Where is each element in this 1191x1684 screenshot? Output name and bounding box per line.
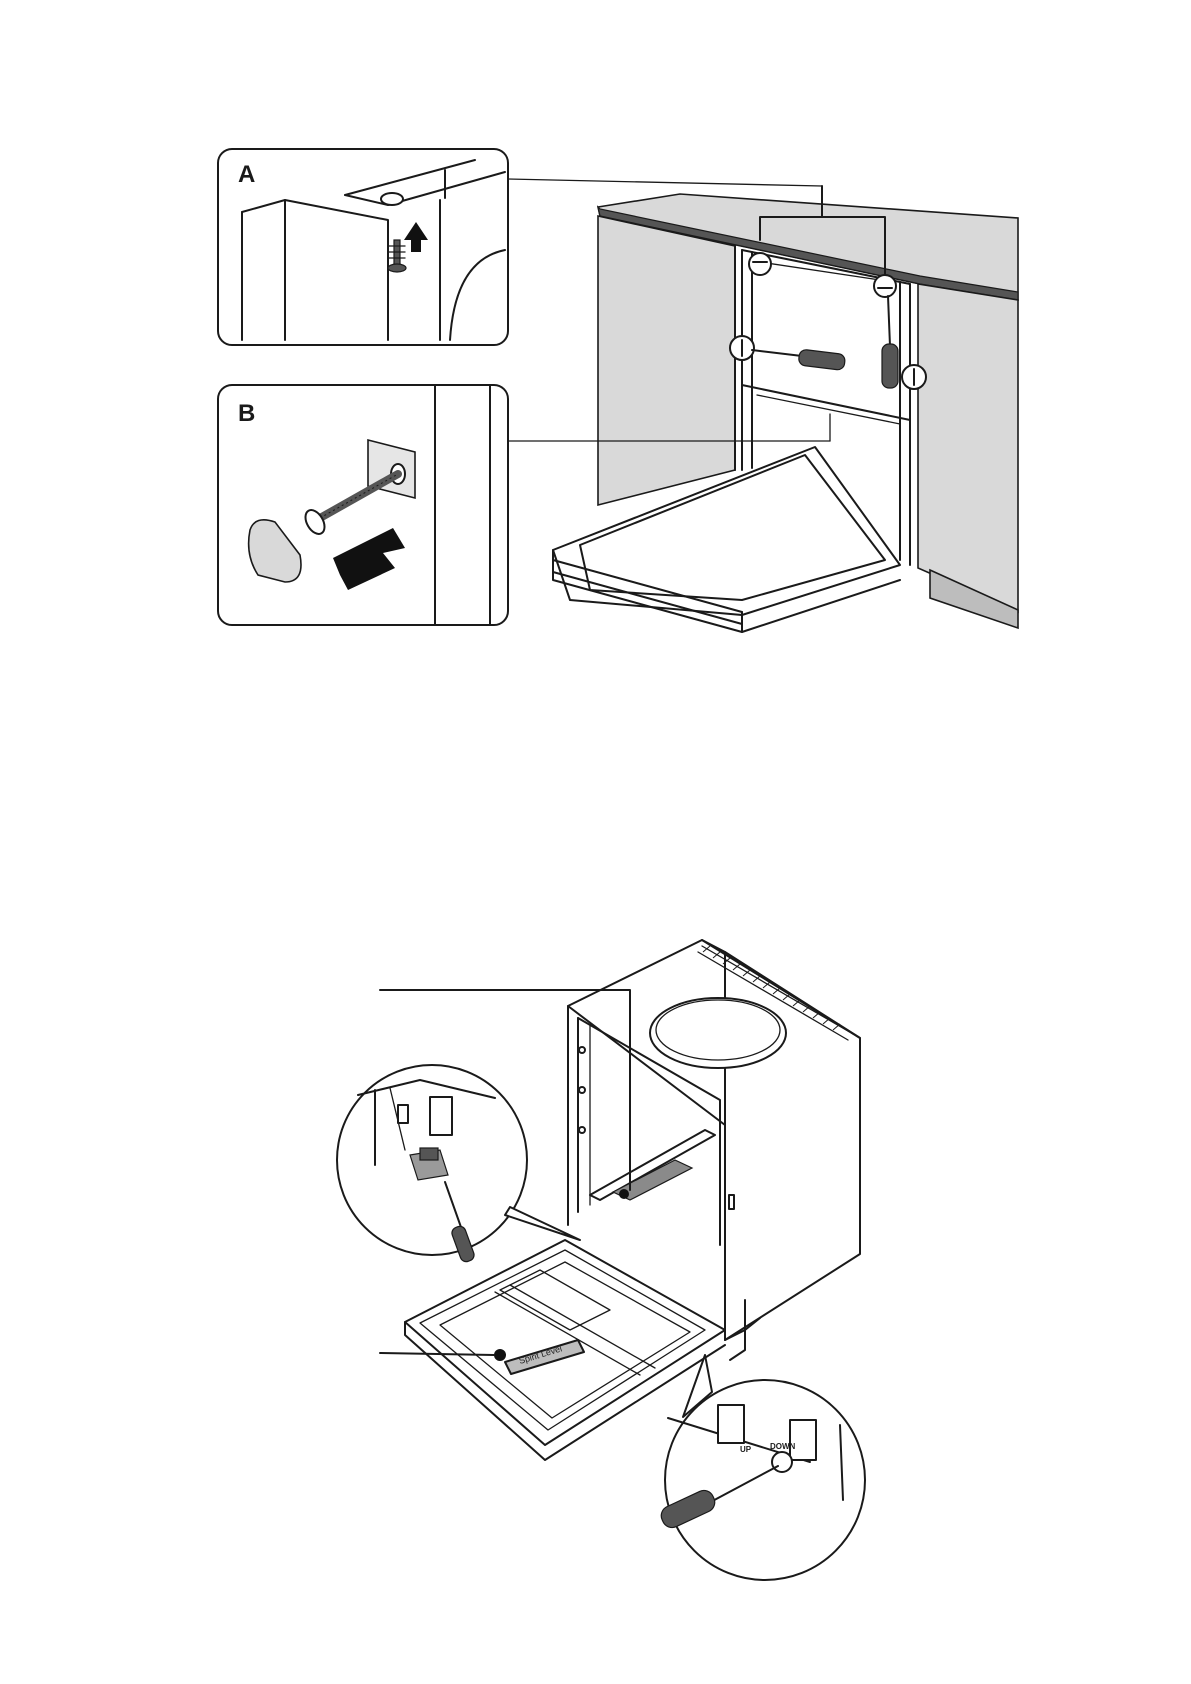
screw-mark-side-right [902, 365, 926, 389]
spray-arm-cover [650, 998, 786, 1068]
screw-mark-top-right [874, 275, 896, 297]
front-foot-detail: UP DOWN [658, 1355, 865, 1580]
bottom-figure-levelling: Spirit Level [337, 940, 865, 1580]
rear-foot-detail [337, 1065, 580, 1263]
adjust-down-label: DOWN [770, 1442, 796, 1451]
right-cabinet [918, 284, 1018, 628]
screw-mark-top-left [749, 253, 771, 275]
leader-line-a [508, 179, 822, 186]
detail-panel-a: A [218, 149, 508, 345]
adjust-up-label: UP [740, 1445, 752, 1454]
screw-mark-side-left [730, 336, 754, 360]
panel-a-label: A [238, 161, 255, 188]
top-figure-fixing-to-worktop: A B [218, 149, 1018, 632]
detail-panel-b: B [218, 385, 508, 625]
left-cabinet [598, 216, 735, 505]
panel-b-label: B [238, 400, 255, 427]
adjust-screw-icon [772, 1452, 792, 1472]
